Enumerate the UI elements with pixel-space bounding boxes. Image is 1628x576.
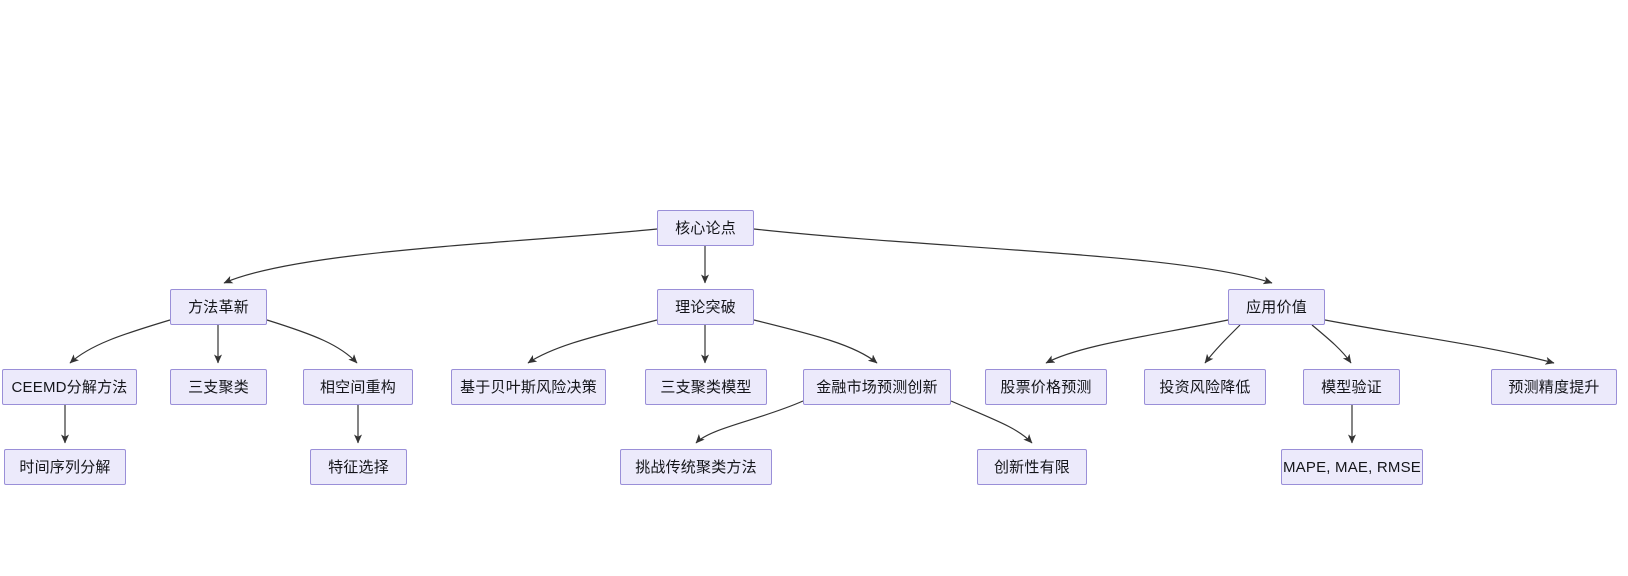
node-label: 核心论点 — [675, 219, 736, 237]
edge-l3b3-to-l4b3b — [950, 400, 1033, 444]
node-label: 应用价值 — [1246, 298, 1307, 316]
node-l4c3[interactable]: MAPE, MAE, RMSE — [1281, 449, 1423, 485]
node-l3b1[interactable]: 基于贝叶斯风险决策 — [451, 369, 606, 405]
edge-root-to-l2a — [223, 228, 658, 284]
node-label: 特征选择 — [328, 458, 389, 476]
node-l3c1[interactable]: 股票价格预测 — [985, 369, 1107, 405]
node-l4b3b[interactable]: 创新性有限 — [977, 449, 1087, 485]
node-l3c3[interactable]: 模型验证 — [1303, 369, 1400, 405]
edges-group — [61, 228, 1555, 444]
node-l3b2[interactable]: 三支聚类模型 — [645, 369, 767, 405]
node-label: 模型验证 — [1321, 378, 1382, 396]
edge-l2b-to-l3b3 — [753, 319, 878, 364]
node-label: 三支聚类 — [188, 378, 249, 396]
node-l4b3a[interactable]: 挑战传统聚类方法 — [620, 449, 772, 485]
node-label: 时间序列分解 — [19, 458, 111, 476]
node-l3a2[interactable]: 三支聚类 — [170, 369, 267, 405]
edge-root-to-l2c — [753, 228, 1273, 285]
node-label: 挑战传统聚类方法 — [635, 458, 757, 476]
node-l3a3[interactable]: 相空间重构 — [303, 369, 413, 405]
node-l3c4[interactable]: 预测精度提升 — [1491, 369, 1617, 405]
edge-l2c-to-l3c3 — [1311, 324, 1352, 364]
edge-l3b3-to-l4b3a — [695, 400, 804, 444]
node-l3c2[interactable]: 投资风险降低 — [1144, 369, 1266, 405]
node-l3a1[interactable]: CEEMD分解方法 — [2, 369, 137, 405]
node-l4a1[interactable]: 时间序列分解 — [4, 449, 126, 485]
edge-l2b-to-l3b1 — [527, 319, 658, 364]
node-l3b3[interactable]: 金融市场预测创新 — [803, 369, 951, 405]
node-label: 投资风险降低 — [1159, 378, 1251, 396]
node-l2c[interactable]: 应用价值 — [1228, 289, 1325, 325]
node-l2a[interactable]: 方法革新 — [170, 289, 267, 325]
node-label: 股票价格预测 — [1000, 378, 1092, 396]
node-label: 方法革新 — [188, 298, 249, 316]
edge-l2c-to-l3c2 — [1204, 324, 1241, 364]
node-label: 理论突破 — [675, 298, 736, 316]
edge-l2c-to-l3c4 — [1324, 319, 1555, 365]
node-l4a3[interactable]: 特征选择 — [310, 449, 407, 485]
node-label: MAPE, MAE, RMSE — [1282, 458, 1422, 476]
edge-l2a-to-l3a1 — [69, 319, 171, 364]
node-label: 金融市场预测创新 — [816, 378, 938, 396]
edge-l2a-to-l3a3 — [266, 319, 358, 364]
node-l2b[interactable]: 理论突破 — [657, 289, 754, 325]
node-label: 基于贝叶斯风险决策 — [460, 378, 597, 396]
node-label: CEEMD分解方法 — [11, 378, 128, 396]
node-label: 创新性有限 — [993, 458, 1070, 476]
edge-l2c-to-l3c1 — [1045, 319, 1229, 364]
node-label: 三支聚类模型 — [660, 378, 752, 396]
node-label: 相空间重构 — [319, 378, 396, 396]
node-root[interactable]: 核心论点 — [657, 210, 754, 246]
node-label: 预测精度提升 — [1508, 378, 1600, 396]
